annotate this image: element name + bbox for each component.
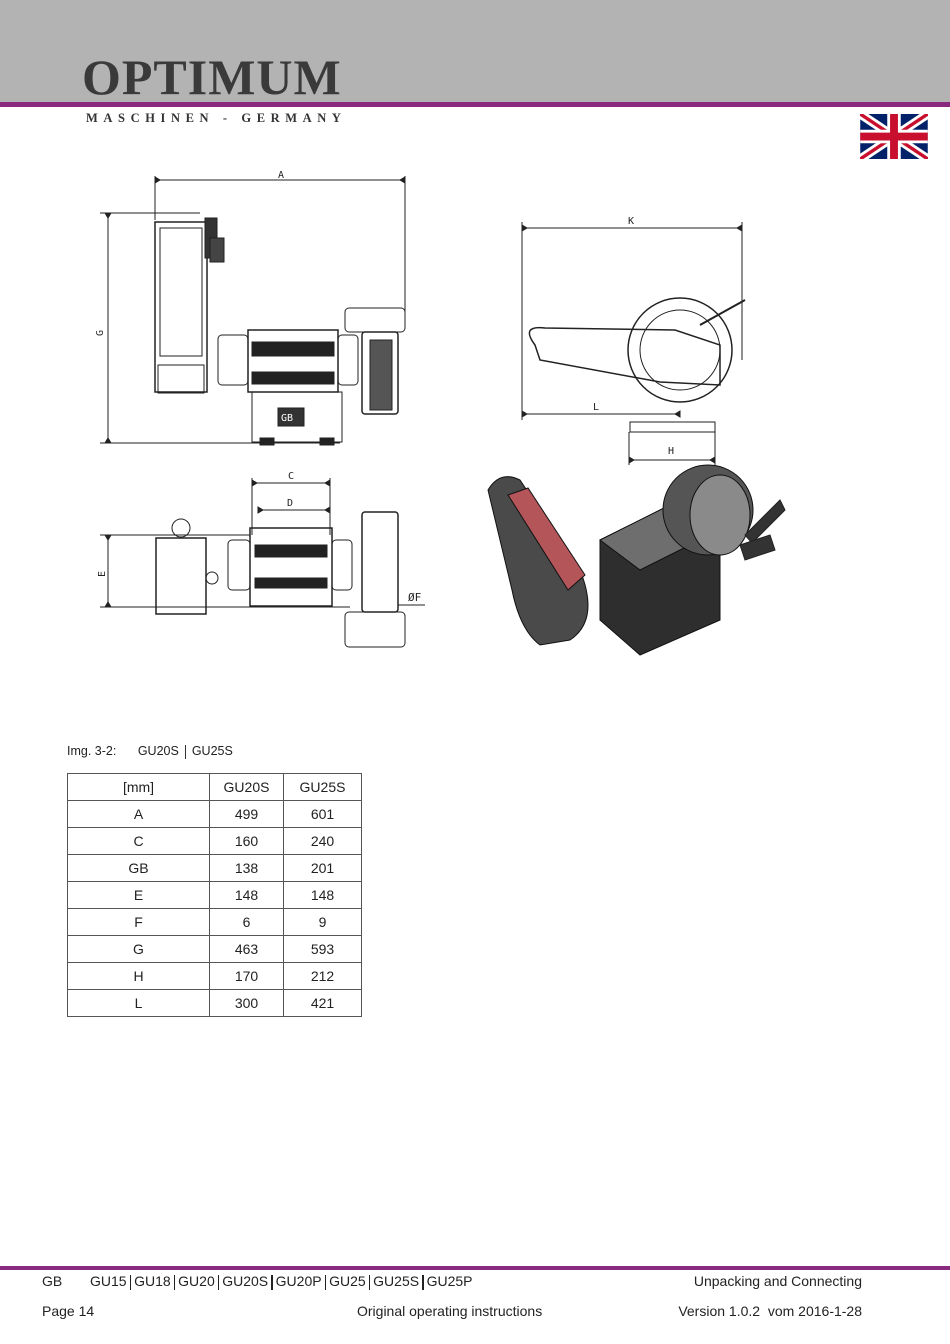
switch-badge: GB bbox=[281, 413, 293, 424]
caption-prefix: Img. 3-2: bbox=[67, 744, 117, 758]
caption-model-a: GU20S bbox=[137, 744, 179, 758]
footer-model: GU20P bbox=[275, 1273, 322, 1289]
table-cell: E bbox=[67, 881, 210, 909]
table-cell: L bbox=[67, 989, 210, 1017]
table-cell: 212 bbox=[283, 962, 362, 990]
table-cell: 593 bbox=[283, 935, 362, 963]
table-cell: 160 bbox=[209, 827, 284, 855]
dim-label-a: A bbox=[278, 170, 284, 181]
brand-logo: OPTIMUM bbox=[82, 49, 342, 105]
front-view: A G GB bbox=[95, 170, 406, 446]
footer-language: GB bbox=[42, 1273, 63, 1289]
dim-label-d: D bbox=[287, 498, 293, 509]
dim-label-e: E bbox=[97, 571, 108, 577]
footer-doc-type: Original operating instructions bbox=[357, 1303, 543, 1319]
table-cell: 138 bbox=[209, 854, 284, 882]
table-cell: H bbox=[67, 962, 210, 990]
footer-model-separator bbox=[422, 1274, 424, 1290]
table-header-cell: GU20S bbox=[209, 773, 284, 801]
header-band bbox=[0, 0, 950, 102]
footer-version: Version 1.0.2 vom 2016-1-28 bbox=[678, 1303, 862, 1319]
footer-model: GU25P bbox=[426, 1273, 473, 1289]
table-cell: 201 bbox=[283, 854, 362, 882]
caption-separator bbox=[184, 744, 186, 759]
side-view: K L H bbox=[521, 216, 746, 465]
header-accent-line bbox=[0, 102, 950, 107]
uk-flag-icon bbox=[860, 114, 928, 159]
image-caption: Img. 3-2: GU20S GU25S bbox=[67, 744, 241, 759]
footer-model: GU15 bbox=[90, 1273, 127, 1289]
table-cell: G bbox=[67, 935, 210, 963]
table-cell: 148 bbox=[209, 881, 284, 909]
dim-label-l: L bbox=[593, 402, 599, 413]
footer-model: GU25S bbox=[373, 1273, 420, 1289]
footer-model-list: GU15 GU18 GU20 GU20S GU20P GU25 GU25S GU25P bbox=[90, 1273, 473, 1290]
caption-model-b: GU25S bbox=[191, 744, 233, 758]
brand-subtitle: MASCHINEN - GERMANY bbox=[86, 111, 347, 125]
table-cell: A bbox=[67, 800, 210, 828]
footer-page-number: Page 14 bbox=[42, 1303, 95, 1319]
table-cell: 421 bbox=[283, 989, 362, 1017]
dim-label-c: C bbox=[288, 471, 294, 482]
table-header-row: [mm] GU20S GU25S bbox=[67, 773, 362, 801]
isometric-view bbox=[487, 464, 786, 656]
footer-model: GU25 bbox=[329, 1273, 366, 1289]
table-header-cell: GU25S bbox=[283, 773, 362, 801]
footer-model: GU20 bbox=[178, 1273, 215, 1289]
footer-model-separator bbox=[271, 1274, 273, 1290]
table-cell: 499 bbox=[209, 800, 284, 828]
dim-label-g: G bbox=[95, 330, 106, 336]
table-cell: 463 bbox=[209, 935, 284, 963]
footer-model-separator bbox=[324, 1274, 327, 1290]
footer-accent-line bbox=[0, 1266, 950, 1270]
footer-model: GU18 bbox=[134, 1273, 171, 1289]
table-header-cell: [mm] bbox=[67, 773, 210, 801]
footer-model-separator bbox=[368, 1274, 371, 1290]
table-cell: 6 bbox=[209, 908, 284, 936]
table-cell: 9 bbox=[283, 908, 362, 936]
table-cell: GB bbox=[67, 854, 210, 882]
table-cell: 300 bbox=[209, 989, 284, 1017]
footer-model: GU20S bbox=[222, 1273, 269, 1289]
footer-model-separator bbox=[173, 1274, 176, 1290]
footer-model-separator bbox=[129, 1274, 132, 1290]
technical-drawing: A G GB K L bbox=[95, 170, 786, 656]
top-view: C D E ØF bbox=[97, 471, 425, 648]
dim-label-k: K bbox=[628, 216, 634, 227]
table-cell: F bbox=[67, 908, 210, 936]
table-cell: 170 bbox=[209, 962, 284, 990]
table-cell: 601 bbox=[283, 800, 362, 828]
footer-model-separator bbox=[217, 1274, 220, 1290]
dim-label-f: ØF bbox=[408, 591, 421, 604]
table-cell: 240 bbox=[283, 827, 362, 855]
dim-label-h: H bbox=[668, 446, 674, 457]
table-cell: C bbox=[67, 827, 210, 855]
table-cell: 148 bbox=[283, 881, 362, 909]
footer-section-title: Unpacking and Connecting bbox=[693, 1273, 862, 1289]
